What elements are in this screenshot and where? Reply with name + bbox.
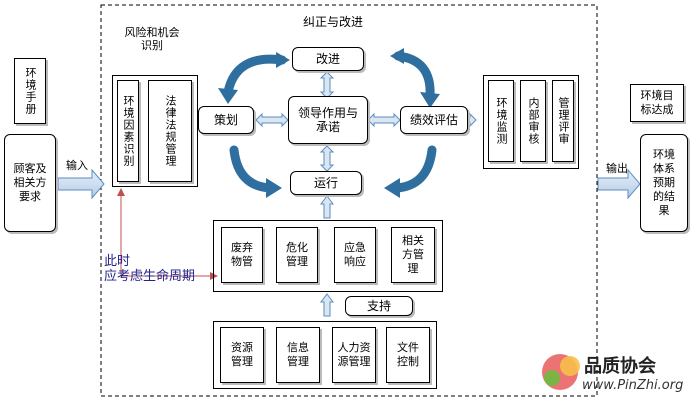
mgmt-review-label: 管理评审	[557, 97, 570, 145]
support-label: 支持	[366, 299, 391, 313]
internal-audit-label: 内部审核	[527, 97, 540, 145]
support-item-hr-label: 人力资源管理	[337, 341, 371, 368]
ops-item-stakeholder: 相关方管理	[391, 227, 435, 283]
target-label: 环境目标达成	[640, 89, 674, 116]
mgmt-review-box: 管理评审	[552, 80, 574, 162]
operations-group-frame	[213, 220, 443, 292]
ops-item-emergency: 应急响应	[334, 227, 376, 283]
input-requirements-label: 顾客及相关方要求	[13, 162, 47, 203]
operate-label: 运行	[313, 176, 338, 190]
cycle-arrow-top-left	[223, 54, 287, 97]
env-monitor-box: 环境监测	[488, 80, 514, 162]
ops-item-emergency-label: 应急响应	[344, 241, 366, 268]
result-label: 环境体系预期的结果	[653, 148, 675, 217]
leadership-operate-arrow	[319, 145, 335, 172]
target-box: 环境目标达成	[630, 84, 684, 122]
support-item-resource: 资源管理	[220, 327, 264, 383]
operate-box: 运行	[290, 171, 362, 195]
risk-label-box: 风险和机会识别	[113, 22, 191, 56]
input-block-arrow	[57, 168, 105, 200]
improve-label: 改进	[315, 52, 340, 66]
input-requirements-box: 顾客及相关方要求	[4, 134, 56, 232]
output-block-arrow	[597, 168, 641, 200]
leadership-box: 领导作用与承诺	[288, 96, 368, 144]
support-group-frame	[213, 321, 437, 389]
support-item-doc: 文件控制	[386, 327, 430, 383]
input-label: 输入	[66, 159, 88, 172]
watermark-logo	[542, 354, 580, 390]
ops-item-chemical-label: 危化管理	[286, 241, 308, 268]
performance-box: 绩效评估	[400, 106, 468, 134]
legal-box: 法律法规管理	[148, 80, 192, 182]
support-item-doc-label: 文件控制	[397, 341, 419, 368]
leadership-performance-arrow	[367, 112, 401, 128]
risk-group-frame	[112, 75, 198, 187]
internal-audit-box: 内部审核	[520, 80, 546, 162]
watermark-url: www.PinZhi.org	[582, 378, 684, 393]
performance-label: 绩效评估	[409, 113, 458, 127]
ops-item-chemical: 危化管理	[276, 227, 318, 283]
operate-ops-arrow	[320, 195, 334, 219]
ops-item-waste-label: 废弃物管	[231, 241, 253, 268]
output-label: 输出	[606, 162, 628, 175]
plan-leadership-arrow	[255, 112, 289, 128]
outer-dashed-frame	[100, 4, 598, 397]
risk-label: 风险和机会识别	[124, 26, 180, 52]
env-factor-box: 环境因素识别	[117, 80, 139, 182]
env-monitor-label: 环境监测	[495, 97, 508, 145]
support-item-info-label: 信息管理	[287, 341, 309, 368]
watermark-brand: 品质协会	[584, 356, 656, 377]
lifecycle-note: 此时 应考虑生命周期	[104, 254, 196, 284]
ops-item-waste: 废弃物管	[221, 227, 263, 283]
leadership-label: 领导作用与承诺	[297, 106, 358, 134]
legal-label: 法律法规管理	[164, 95, 177, 167]
cycle-arrow-bottom-right	[391, 145, 437, 193]
support-item-hr: 人力资源管理	[332, 327, 376, 383]
support-item-resource-label: 资源管理	[231, 341, 253, 368]
performance-group-frame	[483, 75, 579, 169]
support-box: 支持	[345, 296, 413, 316]
env-factor-label: 环境因素识别	[122, 95, 135, 167]
correction-title: 纠正与改进	[286, 12, 380, 32]
cycle-arrow-bottom-left	[229, 145, 275, 193]
result-box: 环境体系预期的结果	[640, 134, 688, 232]
improve-leadership-arrow	[319, 71, 335, 99]
improve-box: 改进	[292, 47, 364, 71]
support-ops-arrow	[320, 293, 334, 317]
manual-label: 环境手册	[24, 67, 37, 115]
support-item-info: 信息管理	[276, 327, 320, 383]
ops-item-stakeholder-label: 相关方管理	[402, 234, 424, 275]
manual-box: 环境手册	[14, 58, 46, 124]
plan-box: 策划	[198, 106, 254, 134]
plan-label: 策划	[213, 113, 238, 127]
